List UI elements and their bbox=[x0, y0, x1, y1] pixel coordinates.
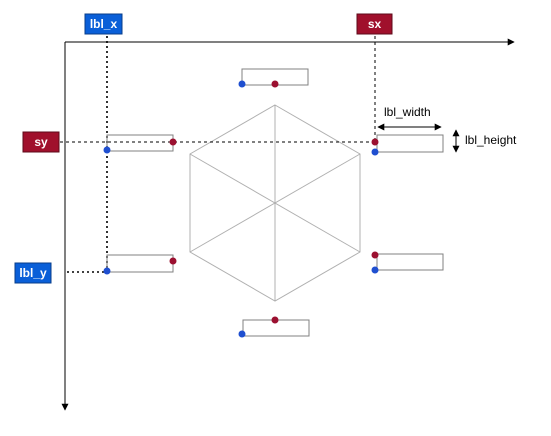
red-dot bbox=[169, 138, 177, 146]
origin-dots bbox=[103, 80, 379, 338]
lbl-y-tag: lbl_y bbox=[14, 262, 52, 284]
red-dot bbox=[271, 80, 279, 88]
red-dot bbox=[169, 257, 177, 265]
sx-tag: sx bbox=[356, 13, 393, 35]
sy-text: sy bbox=[34, 135, 48, 149]
blue-dot bbox=[371, 266, 379, 274]
red-dot bbox=[371, 138, 379, 146]
lbl-x-text: lbl_x bbox=[90, 17, 118, 31]
blue-dot bbox=[103, 267, 111, 275]
hexagon bbox=[189, 104, 361, 302]
blue-dot bbox=[238, 80, 246, 88]
lbl-y-text: lbl_y bbox=[19, 266, 47, 280]
blue-dot bbox=[238, 330, 246, 338]
blue-dot bbox=[371, 148, 379, 156]
red-dot bbox=[271, 316, 279, 324]
sx-text: sx bbox=[368, 17, 382, 31]
red-dot bbox=[371, 251, 379, 259]
lbl-height-text: lbl_height bbox=[465, 133, 517, 147]
lbl-width-text: lbl_width bbox=[384, 105, 431, 119]
label-box-bottom-left bbox=[106, 254, 174, 273]
label-box-right bbox=[376, 134, 444, 153]
sy-tag: sy bbox=[22, 131, 60, 153]
anchor-dots bbox=[169, 80, 379, 324]
blue-dot bbox=[103, 146, 111, 154]
lbl-x-tag: lbl_x bbox=[84, 13, 123, 35]
label-box-bottom-right bbox=[376, 253, 444, 271]
label-box-top-left bbox=[106, 134, 174, 152]
